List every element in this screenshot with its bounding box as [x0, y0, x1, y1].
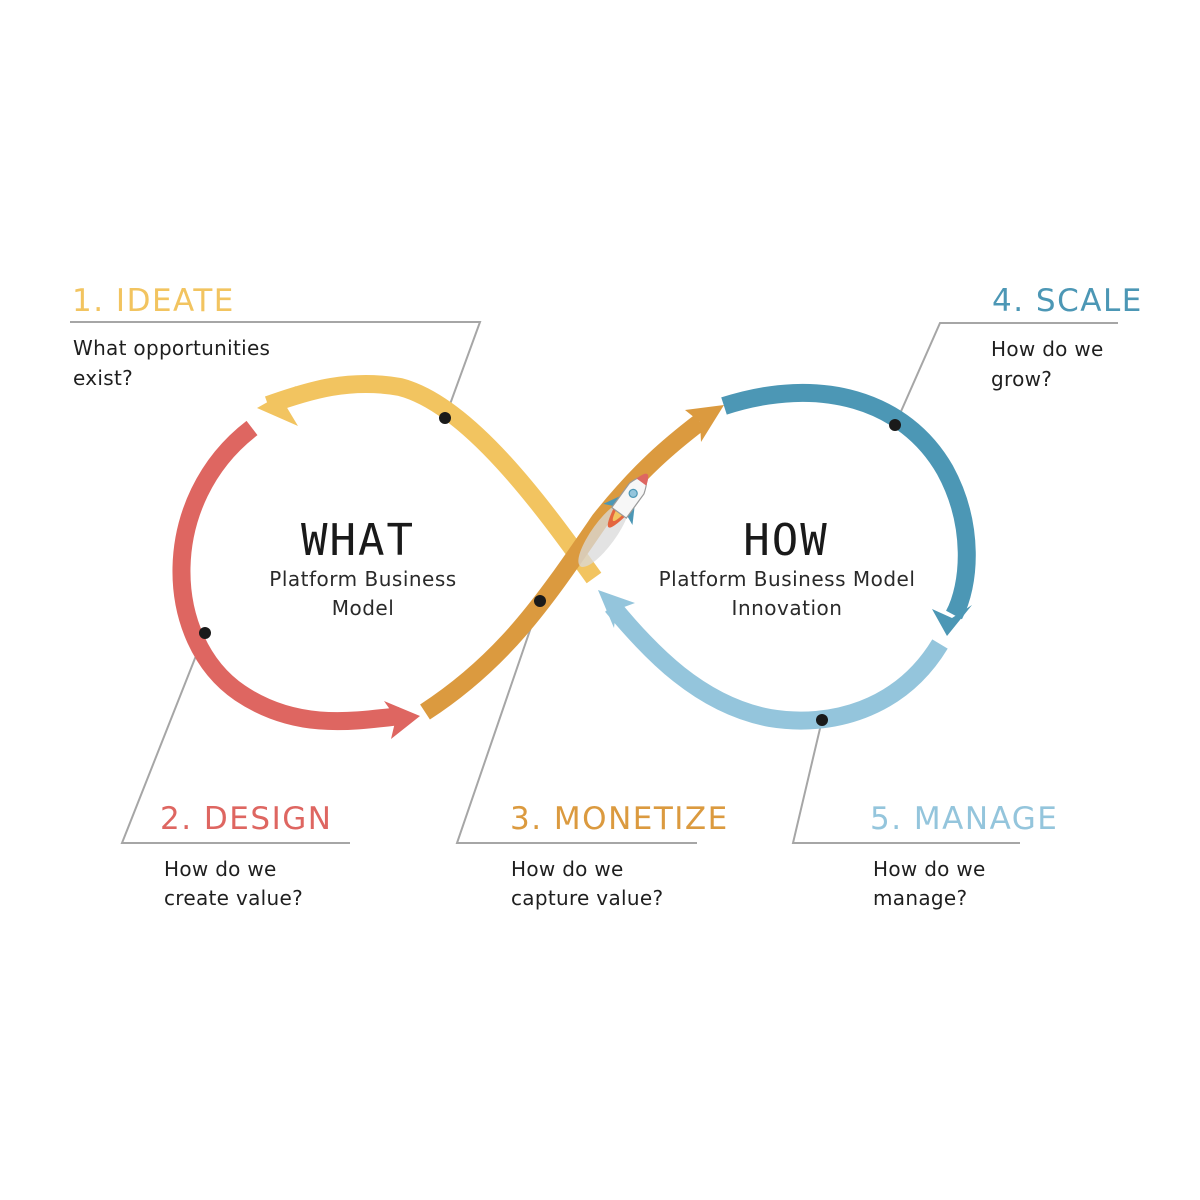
- design-title: 2. DESIGN: [160, 801, 332, 837]
- manage-question-line-1: How do we: [873, 857, 986, 881]
- what-title: WHAT: [301, 515, 415, 566]
- manage-title: 5. MANAGE: [870, 801, 1058, 837]
- how-subtitle-line-2: Innovation: [732, 596, 843, 620]
- monetize-leader-line: [455, 600, 697, 844]
- rocket-fin-right: [627, 506, 635, 525]
- manage-question-line-2: manage?: [873, 886, 967, 910]
- manage-arrowhead: [598, 590, 635, 628]
- infinity-loop: [172, 374, 976, 739]
- manage-dot: [816, 714, 828, 726]
- design-question-line-1: How do we: [164, 857, 277, 881]
- ideate-leader-line: [70, 321, 482, 419]
- step-manage: 5. MANAGE How do we manage?: [870, 801, 1058, 910]
- step-monetize: 3. MONETIZE How do we capture value?: [510, 801, 729, 910]
- ideate-title: 1. IDEATE: [72, 283, 235, 319]
- leader-lines: [70, 321, 1118, 844]
- how-subtitle-line-1: Platform Business Model: [659, 567, 916, 591]
- how-title: HOW: [743, 515, 828, 566]
- scale-question-line-1: How do we: [991, 337, 1104, 361]
- rocket-fin-left: [603, 496, 621, 506]
- design-segment: [172, 420, 402, 731]
- design-dot: [199, 627, 211, 639]
- ideate-dot: [439, 412, 451, 424]
- what-subtitle-line-2: Model: [332, 596, 395, 620]
- scale-arrowhead: [932, 605, 972, 636]
- monetize-title: 3. MONETIZE: [510, 801, 729, 837]
- rocket-icon: [578, 473, 649, 567]
- scale-dot: [889, 419, 901, 431]
- design-question-line-2: create value?: [164, 886, 303, 910]
- ideate-segment: [264, 374, 602, 584]
- what-label: WHAT Platform Business Model: [269, 515, 456, 620]
- ideate-question-line-1: What opportunities: [73, 336, 270, 360]
- design-leader-line: [120, 632, 350, 844]
- rocket-window: [628, 488, 638, 498]
- manage-segment: [605, 600, 948, 730]
- step-ideate: 1. IDEATE What opportunities exist?: [72, 283, 270, 390]
- scale-leader-line: [894, 322, 1118, 426]
- what-subtitle-line-1: Platform Business: [269, 567, 456, 591]
- monetize-question-line-2: capture value?: [511, 886, 663, 910]
- how-label: HOW Platform Business Model Innovation: [659, 515, 916, 620]
- step-design: 2. DESIGN How do we create value?: [160, 801, 332, 910]
- step-scale: 4. SCALE How do we grow?: [991, 283, 1143, 391]
- rocket-nose: [636, 473, 649, 486]
- scale-title: 4. SCALE: [992, 283, 1143, 319]
- connector-dots: [199, 412, 901, 726]
- scale-segment: [721, 383, 976, 620]
- monetize-arrowhead: [685, 405, 724, 442]
- manage-leader-line: [791, 719, 1020, 844]
- scale-question-line-2: grow?: [991, 367, 1052, 391]
- ideate-arrowhead: [257, 386, 298, 426]
- monetize-question-line-1: How do we: [511, 857, 624, 881]
- design-arrowhead: [384, 701, 420, 739]
- ideate-question-line-2: exist?: [73, 366, 133, 390]
- monetize-dot: [534, 595, 546, 607]
